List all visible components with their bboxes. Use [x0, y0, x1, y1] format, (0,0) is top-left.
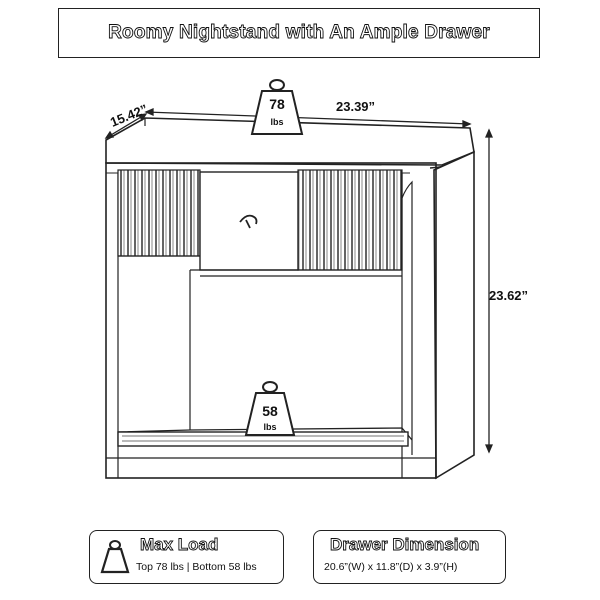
width-dimension-line — [144, 108, 472, 128]
drawer-dimension-panel: Drawer Dimension 20.6”(W) x 11.8”(D) x 3… — [313, 530, 506, 584]
slat-panel-left — [117, 169, 201, 257]
width-label: 23.39” — [336, 99, 375, 114]
weight-icon — [100, 540, 130, 574]
nightstand-front-frame — [105, 162, 437, 479]
title-banner: Roomy Nightstand with An Ample Drawer — [58, 8, 540, 58]
max-load-title: Max Load — [140, 535, 219, 555]
drawer-knob-icon — [239, 214, 258, 229]
max-load-detail: Top 78 lbs | Bottom 58 lbs — [136, 561, 257, 573]
bottom-weight-unit: lbs — [263, 422, 276, 432]
drawer-front[interactable] — [199, 171, 299, 271]
max-load-panel: Max Load Top 78 lbs | Bottom 58 lbs — [89, 530, 284, 584]
top-weight-icon: 78 lbs — [250, 79, 304, 135]
bottom-weight-icon: 58 lbs — [244, 381, 296, 436]
height-dimension-line — [485, 128, 493, 454]
slat-panel-right — [297, 169, 403, 271]
page-title: Roomy Nightstand with An Ample Drawer — [108, 22, 490, 44]
bottom-weight-value: 58 — [262, 403, 278, 419]
depth-dimension-line — [104, 113, 148, 139]
open-compartment — [189, 269, 402, 430]
top-weight-value: 78 — [269, 96, 285, 112]
nightstand-side-panel — [433, 150, 475, 480]
drawer-dimension-title: Drawer Dimension — [330, 535, 480, 555]
drawer-dimension-detail: 20.6”(W) x 11.8”(D) x 3.9”(H) — [324, 561, 458, 573]
top-weight-unit: lbs — [270, 117, 283, 127]
height-label: 23.62” — [489, 288, 528, 303]
